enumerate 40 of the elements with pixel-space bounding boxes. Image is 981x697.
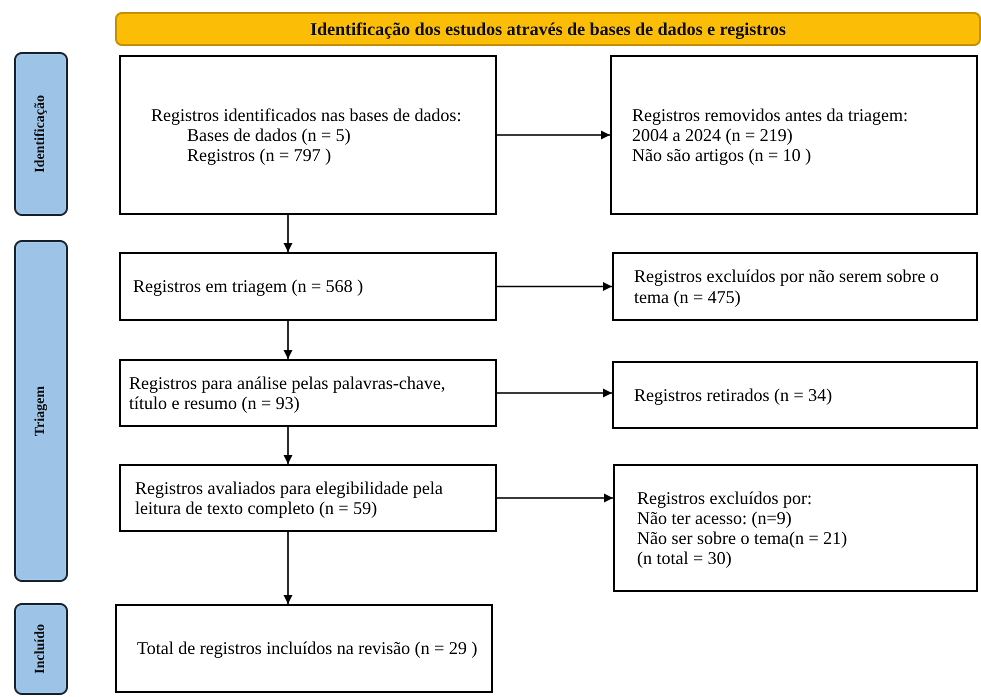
arrow [284, 532, 292, 604]
phase-band [14, 52, 68, 216]
box-text: Bases de dados (n = 5) [187, 124, 352, 146]
box-text: Não ser sobre o tema(n = 21) [637, 528, 848, 548]
process-box [612, 252, 978, 321]
process-box [115, 604, 493, 693]
process-box [119, 464, 497, 532]
box-text: Registros (n = 797 ) [186, 145, 332, 166]
process-box [613, 464, 978, 592]
arrow [497, 282, 612, 291]
process-box [119, 55, 497, 215]
arrow [284, 215, 292, 252]
process-box [119, 252, 497, 321]
phase-label: Identificação [33, 95, 49, 173]
box-text: Registros identificados nas bases de dados: [151, 104, 462, 125]
phase-band [14, 240, 68, 582]
box-text: Registros removidos antes da triagem: [632, 104, 909, 125]
process-box [610, 55, 978, 215]
arrow [284, 321, 292, 359]
arrow [284, 427, 292, 464]
box-text: Registros avaliados para elegibilidade pela leitura de texto completo (n = 59) [135, 478, 444, 518]
box-text: Não ter acesso: (n=9) [637, 508, 792, 528]
box-text: Não são artigos (n = 10 ) [632, 145, 812, 166]
process-box [612, 361, 978, 429]
box-text: Registros retirados (n = 34) [634, 384, 834, 406]
arrow [497, 130, 610, 140]
phase-label: Incluído [33, 624, 49, 674]
box-text: Registros excluídos por: [637, 488, 813, 508]
phase-label: Triagem [33, 386, 49, 436]
box-text: Total de registros incluídos na revisão (n = 29 ) [137, 638, 478, 659]
box-text: Registros excluídos por não serem sobre o tema (n = 475) [634, 266, 940, 307]
arrow [497, 494, 613, 502]
box-text: 2004 a 2024 (n = 219) [632, 124, 794, 146]
box-text: Registros para análise pelas palavras-chave, título e resumo (n = 93) [129, 372, 446, 414]
box-text: (n total = 30) [637, 548, 733, 568]
section-header: Identificação dos estudos através de bases de dados e registros [115, 12, 981, 46]
arrow [497, 388, 612, 398]
process-box [119, 359, 497, 427]
box-text: Registros em triagem (n = 568 ) [133, 276, 364, 297]
phase-band [14, 603, 68, 695]
